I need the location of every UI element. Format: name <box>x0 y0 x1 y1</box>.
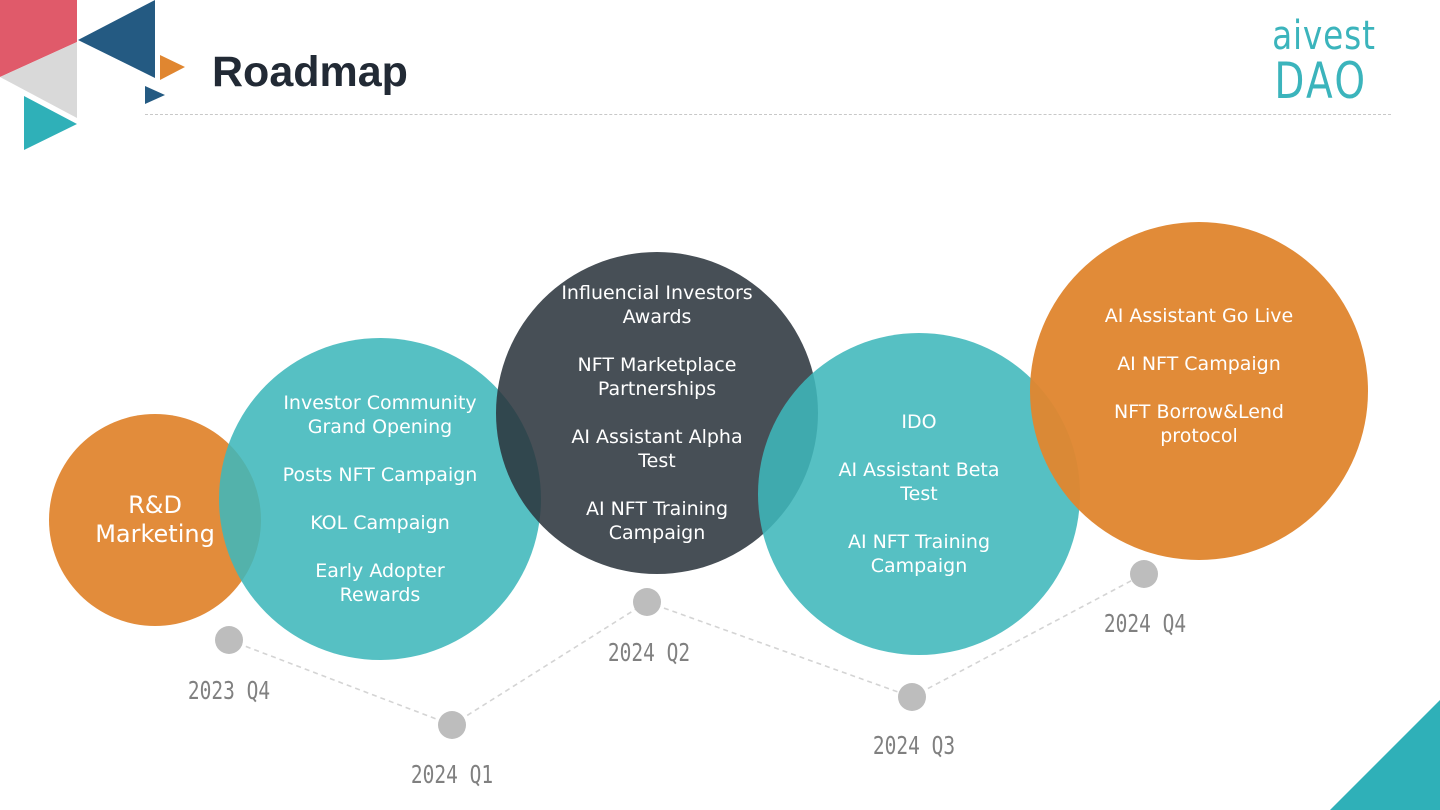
corner-triangle-bottom-right <box>1330 700 1440 810</box>
logo-line-1: aivest <box>1272 13 1376 59</box>
roadmap-item: AI Assistant Go Live <box>1104 305 1294 327</box>
corner-decoration <box>0 0 185 150</box>
roadmap-circle-2024-q4: AI Assistant Go Live AI NFT Campaign NFT… <box>1030 222 1368 560</box>
quarter-label: 2024 Q3 <box>872 731 956 760</box>
roadmap-item: NFT Marketplace Partnerships <box>577 354 737 400</box>
roadmap-item: AI Assistant Alpha Test <box>571 426 743 472</box>
roadmap-item: AI NFT Campaign <box>1117 353 1281 375</box>
timeline-dot <box>1130 560 1158 588</box>
brand-logo: aivest DAO <box>1262 13 1376 110</box>
roadmap-item: Influencial Investors Awards <box>561 282 753 328</box>
roadmap-item: AI Assistant Beta Test <box>838 459 1000 505</box>
roadmap-item: IDO <box>901 411 937 433</box>
timeline-dot <box>898 683 926 711</box>
logo-line-2: DAO <box>1274 52 1368 110</box>
timeline-dot <box>633 588 661 616</box>
quarter-label: 2024 Q2 <box>607 638 691 667</box>
roadmap-item: AI NFT Training Campaign <box>585 498 729 544</box>
quarter-label: 2023 Q4 <box>187 676 271 705</box>
timeline-dot <box>438 711 466 739</box>
roadmap-item: KOL Campaign <box>310 512 450 534</box>
slide-title: Roadmap <box>212 48 408 96</box>
quarter-label: 2024 Q1 <box>410 760 494 789</box>
roadmap-circle-2024-q3: IDO AI Assistant Beta Test AI NFT Traini… <box>758 333 1080 655</box>
roadmap-item: Posts NFT Campaign <box>282 464 478 486</box>
roadmap-item: R&D Marketing <box>95 491 215 548</box>
roadmap-circle-2024-q1: Investor Community Grand Opening Posts N… <box>219 338 541 660</box>
roadmap-item: AI NFT Training Campaign <box>847 531 991 577</box>
roadmap-item: Early Adopter Rewards <box>315 560 445 606</box>
roadmap-item: NFT Borrow&Lend protocol <box>1113 401 1284 447</box>
roadmap-item: Investor Community Grand Opening <box>283 392 477 438</box>
quarter-label: 2024 Q4 <box>1103 609 1187 638</box>
timeline-dot <box>215 626 243 654</box>
header-divider <box>145 114 1391 115</box>
